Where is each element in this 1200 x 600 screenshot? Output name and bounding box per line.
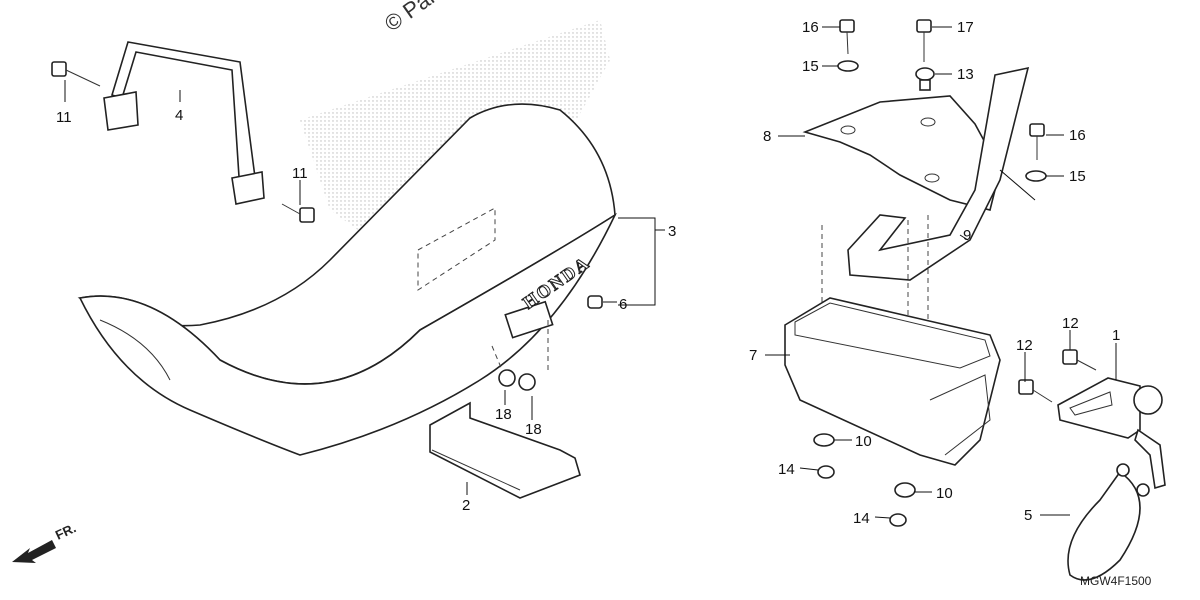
bag-body-part xyxy=(784,297,1001,466)
grommet-part-14a xyxy=(817,465,835,479)
callout-6: 6 xyxy=(619,296,627,313)
diagram-code: MGW4F1500 xyxy=(1080,574,1152,588)
callout-16a: 16 xyxy=(802,19,819,36)
callout-18a: 18 xyxy=(495,406,512,423)
callout-17: 17 xyxy=(957,19,974,36)
callout-16b: 16 xyxy=(1069,127,1086,144)
grommet-part-14b xyxy=(889,513,907,527)
bolt-part-11a xyxy=(51,61,101,87)
bolt-part-16b xyxy=(1029,123,1045,160)
nut-part-10a xyxy=(813,433,835,447)
callout-3: 3 xyxy=(668,223,676,240)
callout-15b: 15 xyxy=(1069,168,1086,185)
callout-8: 8 xyxy=(763,128,771,145)
bolt-part-12b xyxy=(1018,379,1053,403)
leader-lines xyxy=(64,26,1117,519)
washer-part-15a xyxy=(837,60,859,72)
bag-cover-part xyxy=(802,95,1001,211)
bolt-part-18a xyxy=(491,345,516,387)
lock-bracket-part xyxy=(1057,377,1166,490)
callout-9: 9 xyxy=(963,227,971,244)
callout-10b: 10 xyxy=(936,485,953,502)
callout-1: 1 xyxy=(1112,327,1120,344)
bag-strap-part xyxy=(847,66,1030,281)
direction-label: FR. xyxy=(53,520,78,542)
bolt-part-12a xyxy=(1062,349,1097,371)
callout-14a: 14 xyxy=(778,461,795,478)
callout-5: 5 xyxy=(1024,507,1032,524)
callout-2: 2 xyxy=(462,497,470,514)
bolt-part-11b xyxy=(281,203,315,223)
callout-15a: 15 xyxy=(802,58,819,75)
bolt-part-18b xyxy=(518,320,549,391)
seat-plate-part xyxy=(429,401,581,499)
callout-11a: 11 xyxy=(56,109,72,126)
callout-12a: 12 xyxy=(1062,315,1079,332)
callout-7: 7 xyxy=(749,347,757,364)
callout-18b: 18 xyxy=(525,421,542,438)
grommet-part-13 xyxy=(915,67,935,91)
nut-part-10b xyxy=(894,482,916,498)
callout-14b: 14 xyxy=(853,510,870,527)
callout-11b: 11 xyxy=(292,165,308,182)
front-direction-arrow-icon: FR. xyxy=(12,520,78,563)
callout-numbers: 11 4 11 3 6 18 18 2 8 16 15 17 13 16 15 … xyxy=(56,19,1120,527)
bolt-part-16a xyxy=(839,19,855,55)
grab-rail-part xyxy=(103,41,265,205)
bolt-part-17 xyxy=(916,19,932,62)
watermark-text: © Par xyxy=(380,0,441,36)
security-cable-part xyxy=(1067,463,1150,581)
callout-13: 13 xyxy=(957,66,974,83)
washer-part-15b xyxy=(1025,170,1047,182)
callout-4: 4 xyxy=(175,107,183,124)
callout-12b: 12 xyxy=(1016,337,1033,354)
callout-10a: 10 xyxy=(855,433,872,450)
collar-part-6 xyxy=(587,295,603,309)
